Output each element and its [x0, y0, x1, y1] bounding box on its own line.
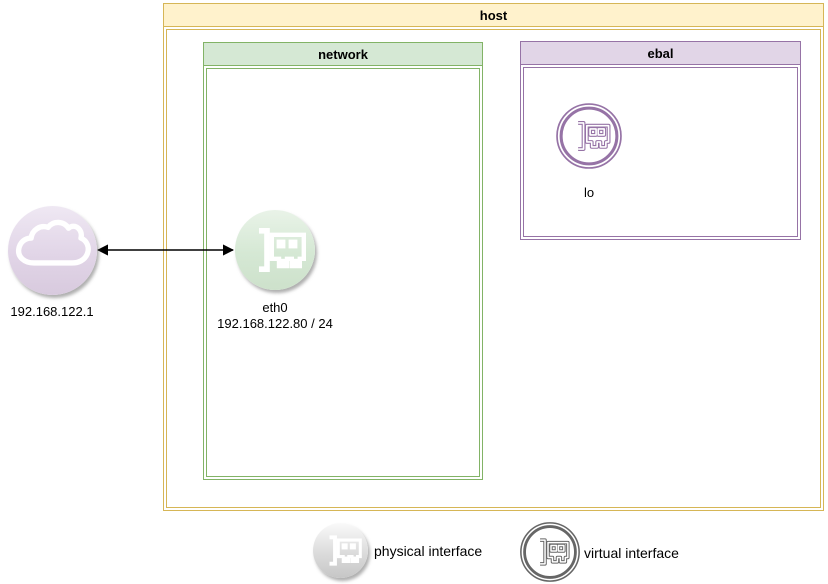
host-header: host: [164, 4, 823, 27]
ebal-label: ebal: [647, 45, 674, 61]
host-label: host: [479, 7, 508, 23]
eth0-name: eth0: [262, 300, 288, 315]
eth0-interface-icon[interactable]: [235, 210, 315, 290]
network-label: network: [318, 46, 368, 62]
eth0-label: eth0 192.168.122.80 / 24: [175, 300, 375, 332]
legend-physical-label: physical interface: [374, 543, 483, 559]
lo-label: lo: [583, 185, 595, 200]
ebal-container[interactable]: ebal: [520, 41, 801, 240]
ebal-header: ebal: [521, 42, 800, 65]
legend-virtual-label: virtual interface: [584, 545, 679, 561]
cloud-label: 192.168.122.1: [10, 304, 94, 319]
legend-virtual-interface-icon: [519, 521, 581, 583]
eth0-ip: 192.168.122.80 / 24: [217, 316, 333, 331]
legend-physical-interface-icon: [313, 523, 368, 578]
cloud-icon[interactable]: [8, 206, 97, 295]
lo-interface-icon[interactable]: [555, 102, 623, 170]
network-header: network: [204, 43, 482, 66]
